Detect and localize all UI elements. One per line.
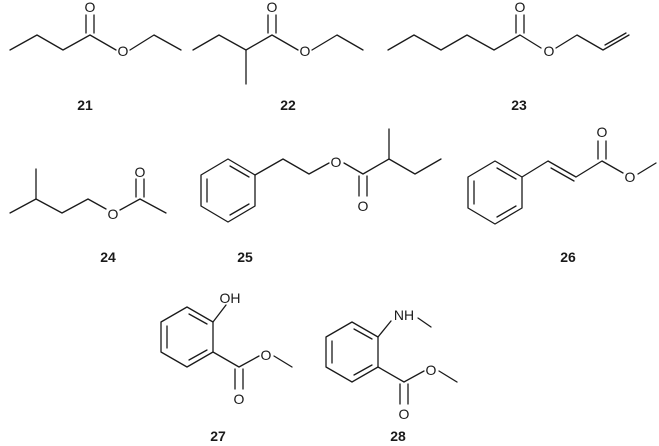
compound-21-ester-oxygen: O: [118, 43, 129, 59]
compound-22-ethyl: [311, 34, 364, 51]
compound-23-skeleton: [387, 34, 542, 51]
compound-25-chain: [254, 158, 330, 176]
compound-24: O O 24: [9, 164, 167, 265]
compound-26-benzene-ring: [467, 160, 523, 225]
compound-27-ester-oxygen: O: [261, 347, 272, 363]
compound-28-ring-double-2: [353, 364, 373, 376]
compound-27-ring-double-2: [188, 349, 208, 361]
compound-25-label: 25: [237, 249, 253, 265]
compound-23: O O 23: [387, 0, 630, 113]
compound-27-ester-chain: [212, 351, 260, 368]
compound-21-ethyl: [129, 34, 182, 51]
compound-26-ring-double-2: [496, 205, 517, 218]
compound-22-carbonyl-oxygen: O: [267, 0, 278, 15]
compound-28-ester-oxygen: O: [426, 362, 437, 378]
compound-21: O O 21: [9, 0, 182, 113]
compound-24-skeleton: [9, 198, 107, 214]
compound-22-label: 22: [280, 97, 296, 113]
compound-28-ester-chain: [377, 366, 425, 383]
compound-22: O O 22: [192, 0, 364, 113]
compound-22-ester-oxygen: O: [300, 43, 311, 59]
compound-23-vinyl-double-bond: [604, 32, 627, 46]
compound-28-amine-bond: [377, 320, 392, 338]
compound-26-carbonyl-oxygen: O: [597, 124, 608, 140]
compound-25-benzene-ring: [200, 158, 256, 223]
compound-27: OH O O 27: [160, 290, 293, 444]
compound-24-label: 24: [100, 249, 116, 265]
compound-26-ester-oxygen: O: [625, 169, 636, 185]
compound-27-carbonyl-oxygen: O: [234, 391, 245, 407]
compound-24-ester-oxygen: O: [108, 206, 119, 222]
compound-28-benzene-ring: [325, 321, 379, 383]
compound-25: O O 25: [200, 128, 442, 265]
compound-27-ring-double-1: [188, 313, 208, 325]
compound-28-label: 28: [390, 428, 406, 444]
compound-24-acetyl: [119, 198, 167, 214]
compound-28-amine-group: NH: [394, 307, 414, 323]
compound-25-acyl: [343, 158, 442, 175]
compound-28-ring-double-1: [353, 328, 373, 340]
compound-28-methoxy-bond: [438, 370, 458, 383]
compound-28-n-methyl-bond: [417, 317, 432, 328]
compound-21-label: 21: [77, 97, 93, 113]
compound-26-ring-double-1: [496, 167, 517, 180]
compound-28: NH O O 28: [325, 307, 458, 444]
compound-27-label: 27: [210, 428, 226, 444]
compound-23-ester-oxygen: O: [544, 43, 555, 59]
compound-26-methoxy-bond: [637, 162, 657, 175]
compound-28-carbonyl-oxygen: O: [399, 406, 410, 422]
compound-23-allyl: [555, 34, 630, 51]
compound-27-hydroxyl-bond: [212, 304, 227, 323]
compound-27-methoxy-bond: [273, 355, 293, 368]
compound-25-ring-double-2: [229, 203, 250, 216]
compound-27-benzene-ring: [160, 306, 214, 368]
compound-25-ring-double-1: [229, 165, 250, 178]
compound-26-alkene-double-bond: [550, 167, 575, 182]
compound-25-ester-oxygen: O: [331, 154, 342, 170]
compound-26-chain: [521, 160, 624, 178]
compound-26-label: 26: [560, 249, 576, 265]
compound-25-carbonyl-oxygen: O: [358, 198, 369, 214]
compound-22-skeleton: [192, 34, 299, 51]
compound-27-hydroxyl-group: OH: [220, 290, 241, 306]
compound-24-carbonyl-oxygen: O: [135, 164, 146, 180]
compound-21-skeleton: [9, 34, 117, 51]
compound-23-label: 23: [511, 97, 527, 113]
compound-21-carbonyl-oxygen: O: [85, 0, 96, 15]
compound-23-carbonyl-oxygen: O: [515, 0, 526, 15]
compound-26: O O 26: [467, 124, 657, 265]
